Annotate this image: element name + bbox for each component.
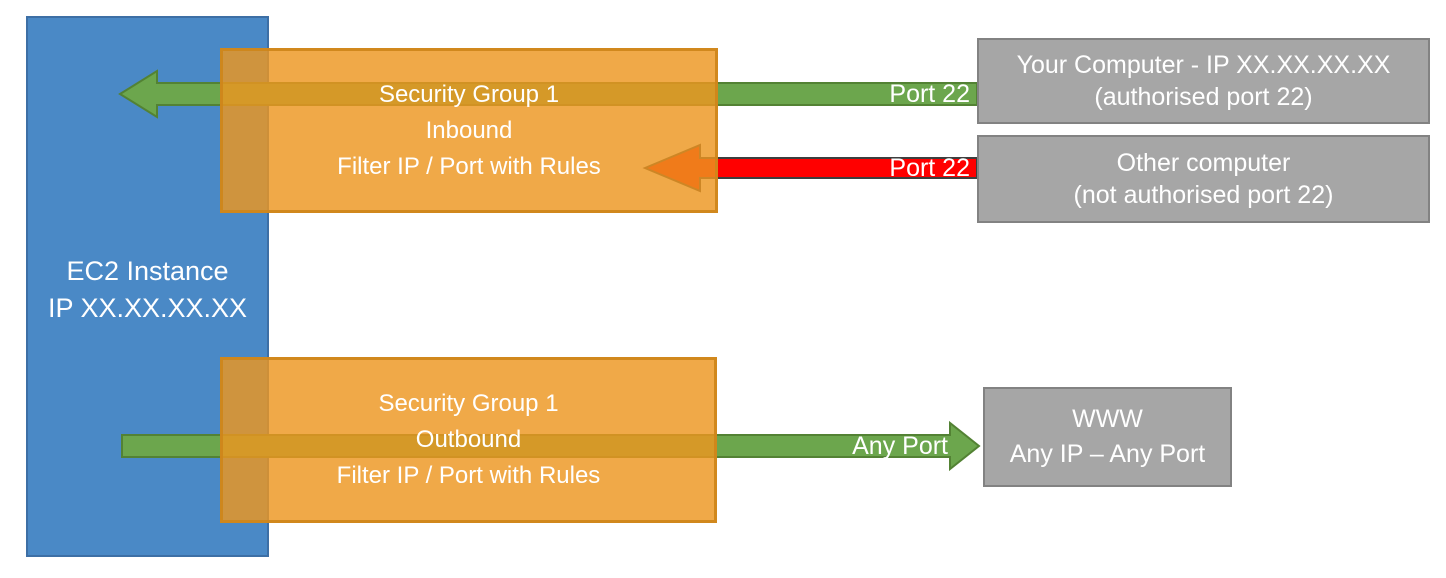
your-computer-subtitle: (authorised port 22) <box>1094 83 1313 111</box>
inbound-allowed-port-label: Port 22 <box>889 80 970 108</box>
other-computer-title: Other computer <box>1116 149 1291 177</box>
security-group-inbound-node: Security Group 1 Inbound Filter IP / Por… <box>220 48 718 213</box>
outbound-port-label: Any Port <box>852 432 948 460</box>
sg-outbound-title: Security Group 1 <box>378 390 559 417</box>
sg-outbound-direction: Outbound <box>415 426 522 453</box>
www-title: WWW <box>1072 405 1143 433</box>
other-computer-node: Other computer (not authorised port 22) <box>977 135 1430 223</box>
ec2-instance-label: EC2 Instance IP XX.XX.XX.XX <box>26 253 269 327</box>
sg-inbound-title: Security Group 1 <box>378 80 560 108</box>
security-group-outbound-node: Security Group 1 Outbound Filter IP / Po… <box>220 357 717 523</box>
your-computer-title: Your Computer - IP XX.XX.XX.XX <box>1016 51 1391 79</box>
www-node: WWW Any IP – Any Port <box>983 387 1232 487</box>
ec2-instance-name: EC2 Instance <box>66 256 229 286</box>
inbound-blocked-port-label: Port 22 <box>889 154 970 182</box>
www-subtitle: Any IP – Any Port <box>1009 440 1206 468</box>
sg-outbound-description: Filter IP / Port with Rules <box>336 462 601 489</box>
your-computer-node: Your Computer - IP XX.XX.XX.XX (authoris… <box>977 38 1430 124</box>
sg-inbound-direction: Inbound <box>425 116 513 144</box>
ec2-instance-ip: IP XX.XX.XX.XX <box>47 293 248 323</box>
other-computer-subtitle: (not authorised port 22) <box>1073 181 1334 209</box>
sg-inbound-description: Filter IP / Port with Rules <box>337 152 601 180</box>
